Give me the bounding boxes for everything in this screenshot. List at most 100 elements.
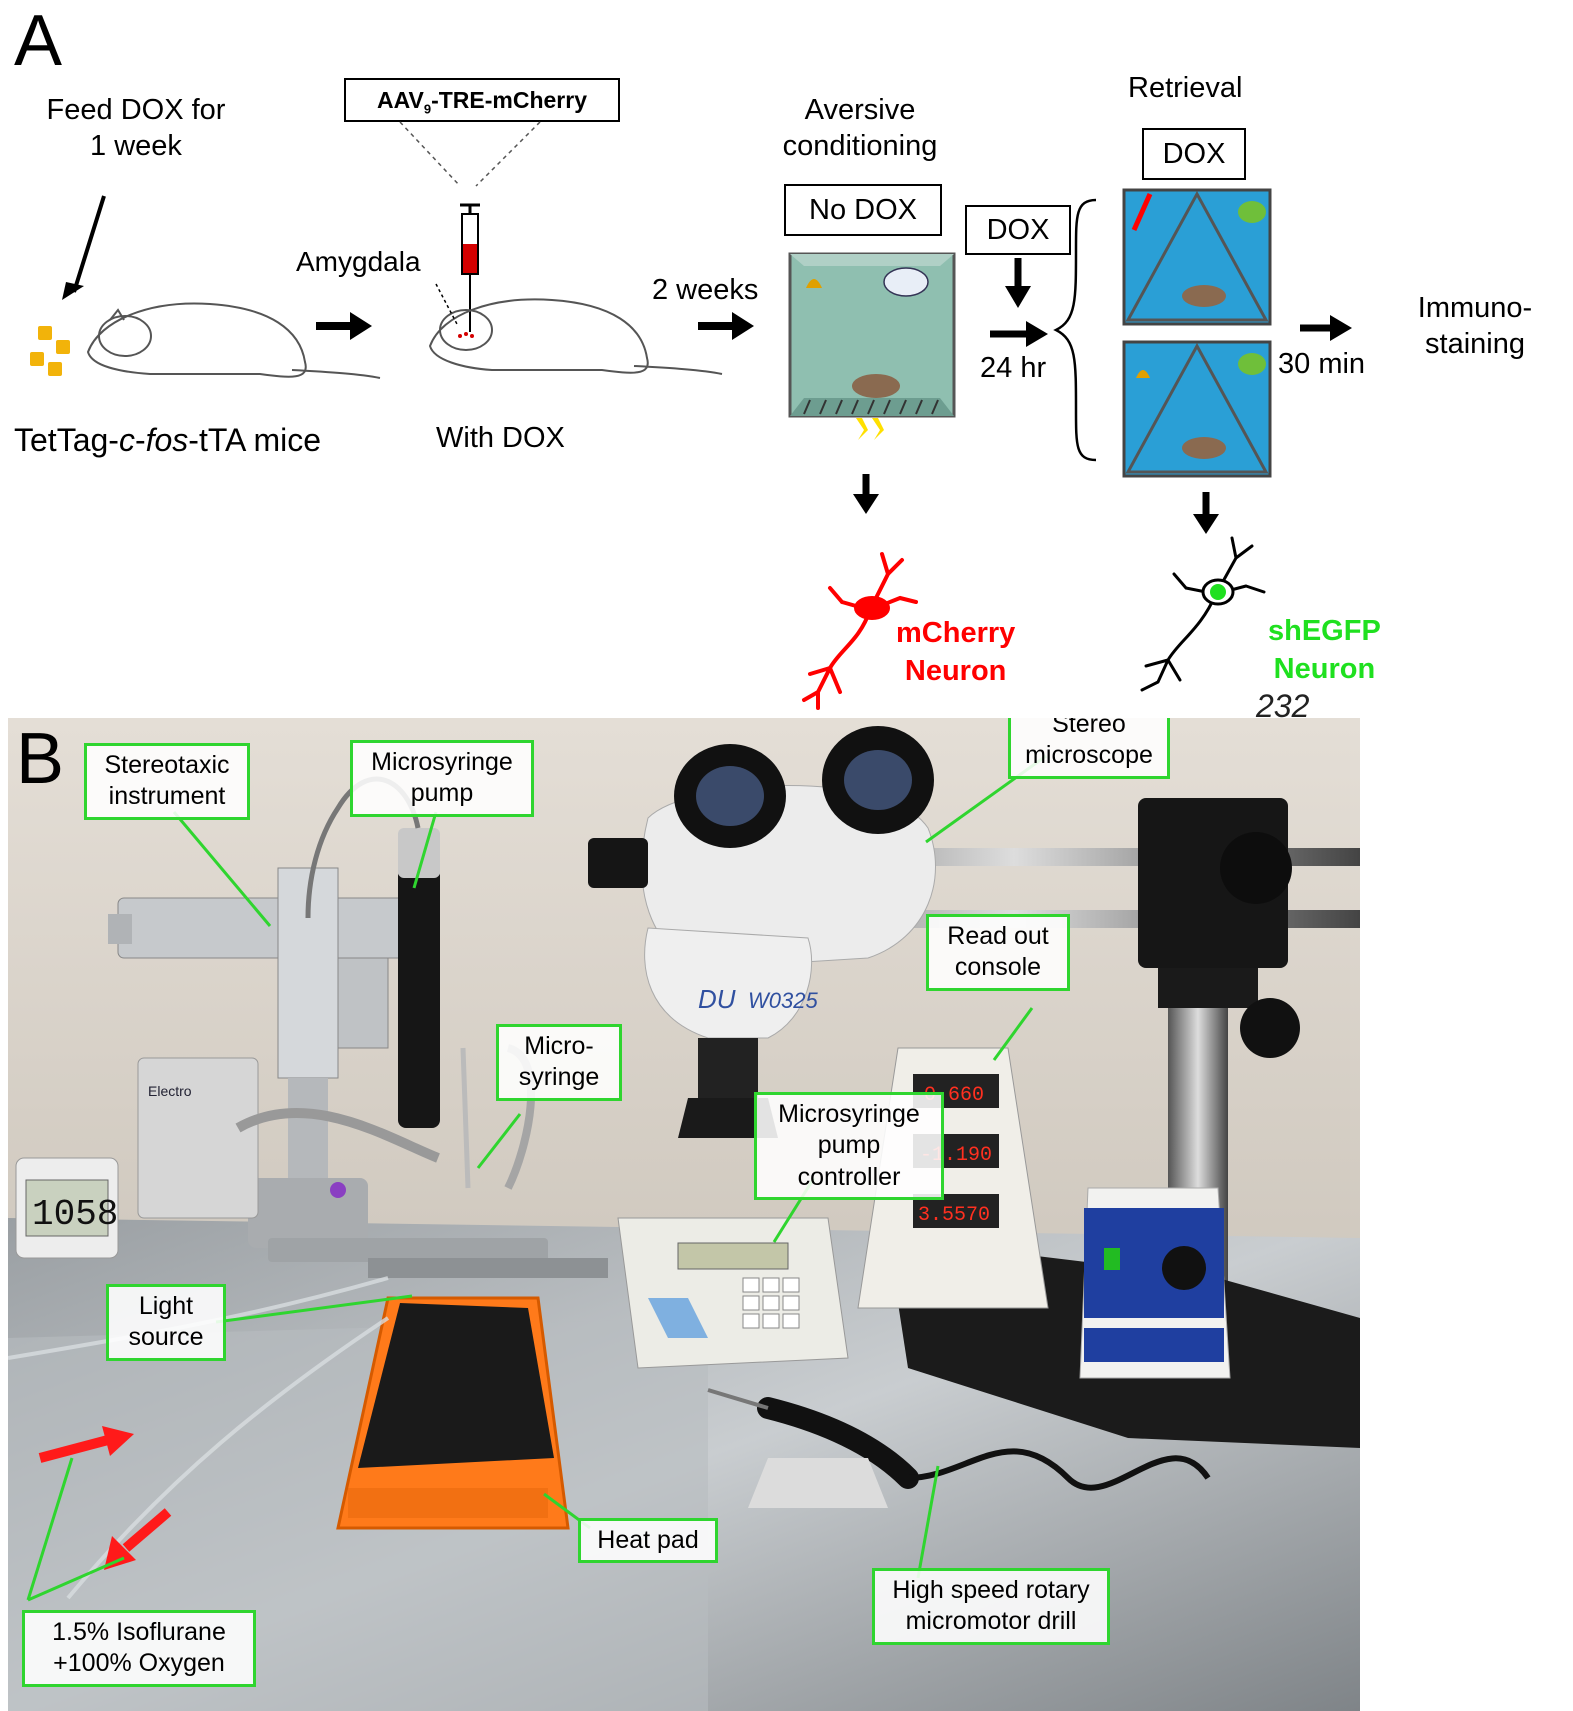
pump-line2: pump: [410, 779, 474, 808]
microscope-side-knob-icon: [588, 838, 648, 888]
label-micromotor-drill: High speed rotary micromotor drill: [872, 1568, 1110, 1645]
mice-suffix: -tTA mice: [188, 422, 322, 458]
pen-text-w0325: W0325: [748, 988, 818, 1013]
24hr-label: 24 hr: [980, 352, 1047, 384]
drill-line1: High speed rotary: [892, 1576, 1090, 1604]
immuno-line1: Immuno-: [1417, 292, 1533, 324]
feed-arrow: [72, 195, 106, 293]
mice-dash: -: [134, 422, 146, 458]
virus-dashed-lines: [399, 121, 541, 187]
label-pump-controller: Microsyringe pump controller: [754, 1092, 944, 1200]
label-stereotaxic-instrument: Stereotaxic instrument: [84, 743, 250, 820]
stereo-line1: Stereo: [1052, 718, 1126, 738]
retrieval-chamber-1-icon: [1122, 188, 1272, 326]
dox-pellets-icon: [30, 326, 70, 376]
controller-line1: Microsyringe: [778, 1100, 920, 1128]
label-microsyringe: Micro- syringe: [496, 1024, 622, 1101]
purple-knob-icon: [330, 1182, 346, 1198]
aversive-conditioning-label: Aversive conditioning: [770, 92, 950, 165]
aversive-line1: Aversive: [804, 94, 916, 126]
mice-italic-c: c: [118, 422, 135, 458]
stage-arrow-2: [698, 312, 754, 340]
panel-a-letter: A: [14, 1, 63, 81]
drill-handpiece: [707, 1388, 1211, 1508]
light-source-box: [137, 1057, 259, 1219]
virus-name: AAV: [376, 87, 424, 113]
dox-mid-box: DOX: [965, 205, 1071, 255]
no-dox-box: No DOX: [784, 184, 942, 236]
feed-dox-label: Feed DOX for 1 week: [26, 92, 246, 165]
drill-line2: micromotor drill: [905, 1607, 1077, 1636]
pump-controller-device: [617, 1217, 849, 1369]
panel-a-graphics: [30, 121, 1352, 710]
label-heat-pad: Heat pad: [578, 1518, 718, 1564]
readout-line2: console: [954, 953, 1042, 982]
label-readout-console: Read out console: [926, 914, 1070, 991]
conditioning-chamber-icon: [788, 252, 956, 440]
objective-icon: [698, 1038, 758, 1098]
mice-strain-label: TetTag-c-fos-tTA mice: [14, 420, 321, 460]
two-weeks-label: 2 weeks: [652, 274, 759, 306]
mcherry-soma-icon: [854, 596, 890, 620]
aversive-line2: conditioning: [782, 130, 938, 163]
feed-dox-line1: Feed DOX for: [46, 94, 226, 126]
label-stereo-microscope: Stereo microscope: [1008, 718, 1170, 779]
virus-box: AAV9-TRE-mCherry: [344, 78, 620, 122]
mcherry-neuron-icon: [802, 552, 918, 710]
pump-line1: Microsyringe: [371, 748, 513, 776]
isoflurane-arrow-1: [38, 1426, 134, 1463]
shegfp-neuron-icon: [1140, 536, 1266, 692]
bell-icon: [806, 279, 822, 288]
stereotaxic-instrument: [108, 867, 608, 1278]
shegfp-line2: Neuron: [1273, 652, 1376, 685]
immuno-line2: staining: [1425, 328, 1525, 361]
readout-line1: Read out: [947, 922, 1049, 950]
fiber-optic-arm: [235, 1108, 440, 1163]
down-arrow-mcherry: [853, 474, 879, 514]
iso-line2: +100% Oxygen: [53, 1649, 225, 1678]
dox-down-arrow: [1005, 258, 1031, 308]
timer-device: 1058: [15, 1157, 119, 1259]
mice-italic-fos: fos: [145, 422, 189, 458]
30min-label: 30 min: [1278, 348, 1366, 380]
controller-line2: pump: [817, 1131, 881, 1160]
shock-icon: [856, 418, 868, 440]
microsyringe-line2: syringe: [518, 1063, 600, 1092]
with-dox-label: With DOX: [436, 422, 565, 454]
controller-line3: controller: [797, 1162, 901, 1191]
immunostaining-label: Immuno- staining: [1400, 290, 1550, 363]
pen-text-du: DU: [698, 984, 736, 1014]
syringe-icon: [460, 203, 480, 332]
feed-arrowhead: [62, 282, 84, 300]
shegfp-neuron-label: shEGFP Neuron: [1268, 613, 1381, 688]
down-arrow-shegfp: [1193, 492, 1219, 534]
stereotaxic-line1: Stereotaxic: [104, 751, 230, 779]
panel-b-letter: B: [16, 719, 65, 799]
virus-construct: -TRE-mCherry: [431, 87, 587, 113]
microsyringe-pump-body: [398, 868, 440, 1128]
mcherry-neuron-label: mCherry Neuron: [896, 615, 1015, 690]
iso-line1: 1.5% Isoflurane: [52, 1618, 226, 1646]
stage-arrow-3: [990, 321, 1048, 347]
mcherry-line2: Neuron: [904, 654, 1007, 687]
shegfp-nucleus-icon: [1210, 584, 1226, 600]
stereo-line2: microscope: [1025, 741, 1153, 770]
bleach-icon: [883, 267, 929, 297]
lab-setup-photo: DU W0325 Electro 1058: [8, 718, 1360, 1711]
light-line2: source: [128, 1323, 204, 1352]
light-source-brand-text: Electro: [148, 1083, 192, 1099]
shegfp-line1: shEGFP: [1268, 615, 1381, 647]
light-line1: Light: [138, 1292, 194, 1320]
label-microsyringe-pump: Microsyringe pump: [350, 740, 534, 817]
label-light-source: Light source: [106, 1284, 226, 1361]
timer-readout: 1058: [32, 1194, 118, 1235]
retrieval-chamber-2-icon: [1122, 340, 1272, 478]
label-isoflurane: 1.5% Isoflurane +100% Oxygen: [22, 1610, 256, 1687]
stage-arrow-4: [1300, 315, 1352, 341]
feed-dox-line2: 1 week: [90, 130, 182, 163]
mouse-outline-icon: [86, 302, 381, 379]
no-bell-icon: [1131, 192, 1153, 232]
mcherry-line1: mCherry: [896, 617, 1016, 649]
dox-top-box: DOX: [1142, 128, 1246, 180]
heat-pad: [336, 1296, 570, 1530]
